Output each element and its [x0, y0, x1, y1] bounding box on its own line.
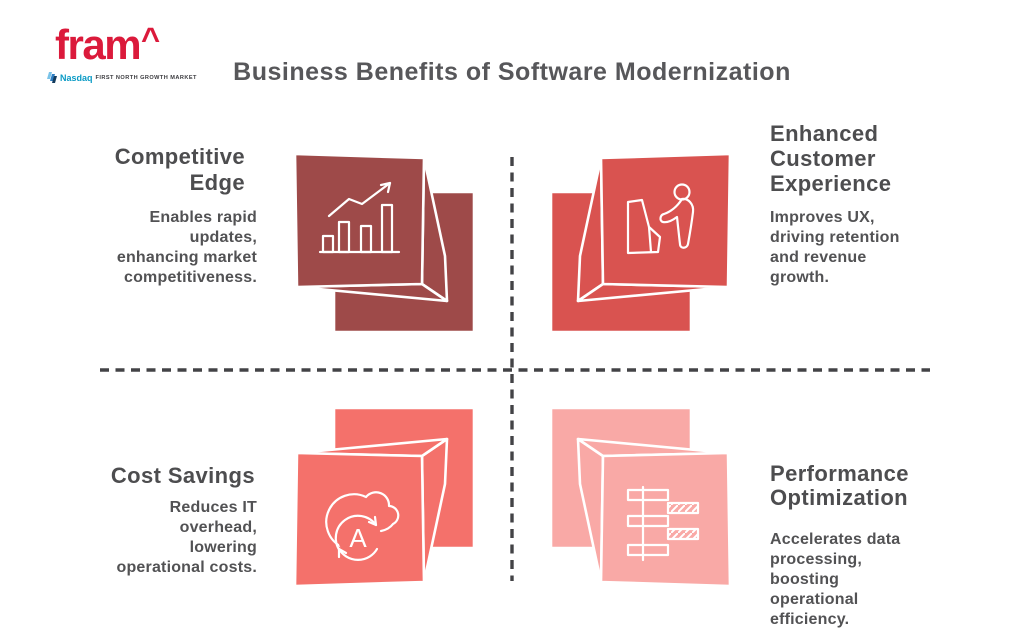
body-cost-savings: Reduces IT overhead, lowering operationa… — [116, 499, 257, 576]
nasdaq-wordmark: Nasdaq — [60, 72, 93, 83]
cube-growth-chart-icon — [293, 152, 476, 334]
body-enhanced-customer-experience: Improves UX, driving retention and reven… — [770, 209, 900, 286]
heading-performance-optimization: Performance Optimization — [770, 461, 909, 510]
cloud-sync-glyph: A — [325, 491, 400, 562]
fram-logo: fram^ — [55, 20, 160, 71]
cube-process-bars-icon — [549, 406, 732, 588]
body-competitive-edge: Enables rapid updates, enhancing market … — [116, 209, 257, 286]
heading-cost-savings: Cost Savings — [110, 463, 255, 488]
person-at-kiosk-glyph — [626, 183, 695, 255]
fram-logo-caret: ^ — [141, 20, 160, 57]
page-title: Business Benefits of Software Modernizat… — [233, 58, 791, 86]
cube-cloud-sync-icon: A — [293, 406, 476, 588]
nasdaq-listing-line: Nasdaq FIRST NORTH GROWTH MARKET — [47, 72, 197, 83]
cube-customer-kiosk-icon — [549, 152, 732, 334]
nasdaq-ribbon-icon — [47, 72, 57, 83]
fram-logo-text: fram — [55, 21, 142, 68]
body-performance-optimization: Accelerates data processing, boosting op… — [770, 531, 901, 628]
heading-competitive-edge: Competitive Edge — [114, 144, 245, 195]
cloud-sync-letter: A — [349, 523, 367, 553]
bar-chart-arrow-glyph — [318, 181, 401, 254]
nasdaq-market-label: FIRST NORTH GROWTH MARKET — [95, 75, 197, 81]
heading-enhanced-customer-experience: Enhanced Customer Experience — [770, 121, 892, 196]
gantt-bars-glyph — [626, 485, 700, 562]
